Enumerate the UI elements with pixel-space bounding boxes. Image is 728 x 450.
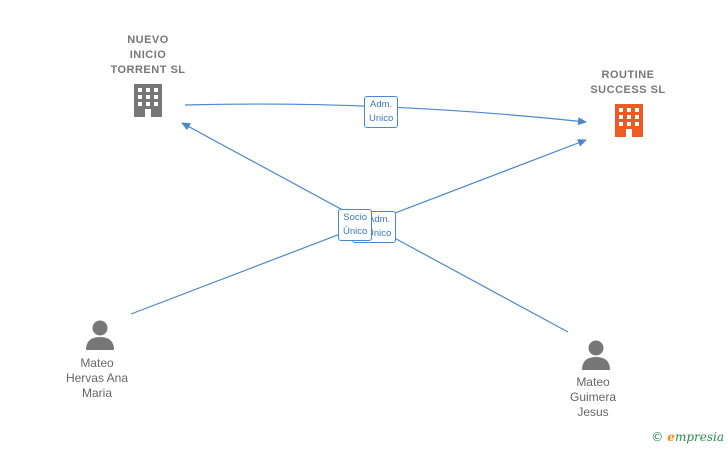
label-line: ROUTINE	[601, 69, 655, 81]
edge-label-line: Adm.	[368, 214, 391, 225]
label-line: Maria	[81, 386, 112, 400]
person-icon[interactable]	[86, 320, 114, 351]
building-icon[interactable]	[615, 104, 643, 137]
edge-label-adm-unico[interactable]: Adm. Unico	[364, 96, 399, 128]
edge-label-line: Unico	[367, 228, 392, 239]
label-line: Mateo	[80, 356, 114, 370]
label-line: Mateo	[576, 375, 610, 389]
company-label-routine[interactable]: ROUTINE SUCCESS SL	[578, 68, 678, 98]
brand-initial: e	[667, 430, 675, 444]
person-label-mateo-hervas[interactable]: Mateo Hervas Ana Maria	[50, 356, 144, 401]
label-line: INICIO	[129, 49, 167, 61]
edge-label-line: Socio	[343, 212, 368, 223]
copyright-icon: ©	[651, 430, 664, 444]
brand-name: mpresia	[674, 430, 724, 444]
edge-label-line: Único	[343, 226, 368, 237]
building-icon[interactable]	[134, 84, 162, 117]
person-icon[interactable]	[582, 340, 610, 371]
empresia-watermark: ©empresia	[651, 430, 724, 444]
label-line: NUEVO	[127, 34, 169, 46]
label-line: Hervas Ana	[65, 371, 129, 385]
label-line: Guimera	[569, 390, 616, 404]
edge-label-line: Unico	[369, 113, 394, 124]
label-line: Jesus	[577, 405, 609, 419]
person-label-mateo-guimera[interactable]: Mateo Guimera Jesus	[546, 375, 640, 420]
label-line: TORRENT SL	[110, 64, 186, 76]
label-line: SUCCESS SL	[590, 84, 666, 96]
edge-label-line: Adm.	[370, 99, 393, 110]
company-label-nuevo-inicio[interactable]: NUEVO INICIO TORRENT SL	[96, 33, 200, 78]
edge-label-socio-unico[interactable]: Socio Único	[338, 209, 373, 241]
